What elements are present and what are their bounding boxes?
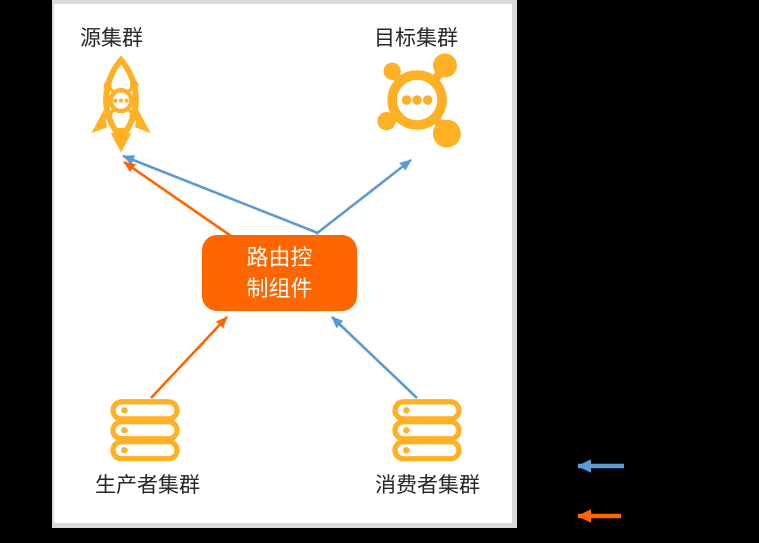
source-cluster-label: 源集群 (80, 27, 143, 50)
router-control-box: 路由控 制组件 (202, 235, 357, 311)
router-control-label-line1: 路由控 (246, 245, 313, 270)
rocket-inner-molecule (103, 80, 140, 121)
consumer-cluster-label: 消费者集群 (375, 474, 480, 497)
consumer-database-icon (392, 399, 462, 462)
producer-database-icon (110, 399, 180, 462)
rocket-icon (91, 55, 151, 153)
router-control-label-line2: 制组件 (246, 276, 313, 301)
target-cluster-label: 目标集群 (374, 27, 458, 50)
molecule-cluster-icon (377, 53, 461, 148)
producer-cluster-label: 生产者集群 (95, 474, 200, 497)
